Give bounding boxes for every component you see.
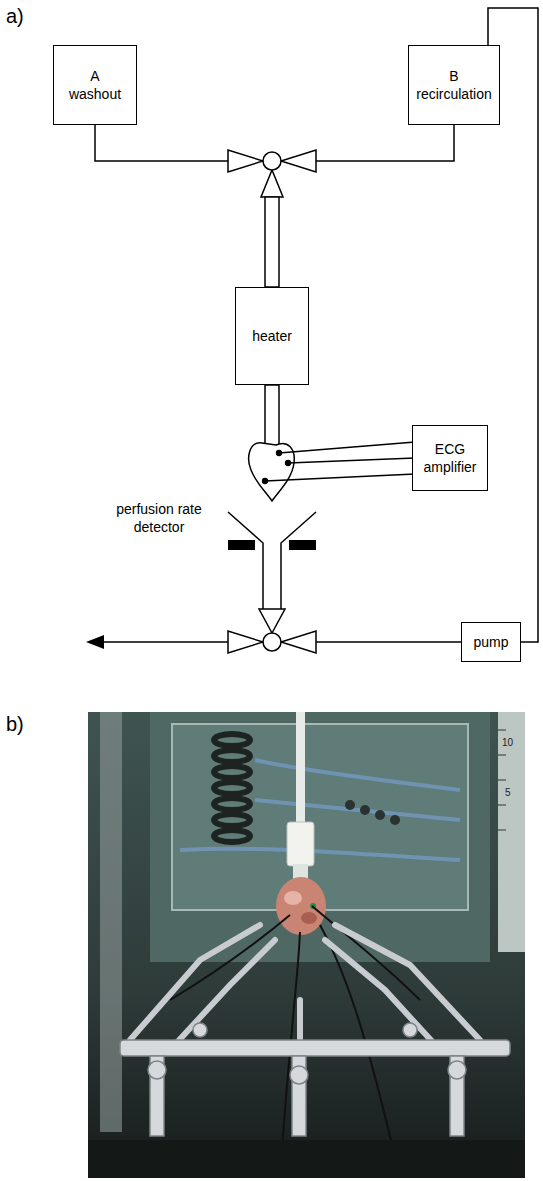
supply-line — [272, 125, 454, 287]
box-heading: B — [412, 67, 496, 85]
three-way-valve — [228, 150, 316, 197]
heart-symbol — [249, 443, 295, 501]
reservoir-box: Awashout — [53, 45, 137, 125]
panel-label: a) — [6, 4, 24, 29]
box-label: ECG amplifier — [416, 440, 484, 476]
reservoir-box: Brecirculation — [408, 45, 500, 125]
tube — [265, 385, 279, 447]
box-label: heater — [239, 327, 305, 345]
collection-funnel — [228, 512, 316, 609]
tube — [265, 197, 279, 287]
pump-box: pump — [461, 622, 521, 662]
three-way-valve — [100, 609, 463, 653]
scale-number: 5 — [505, 786, 511, 799]
heater-box: heater — [235, 287, 309, 385]
electrode-wires — [263, 442, 416, 484]
box-heading: A — [57, 67, 133, 85]
detector-label: perfusion rate detector — [100, 500, 218, 536]
supply-line — [95, 125, 272, 287]
box-label: recirculation — [412, 85, 496, 103]
box-label: pump — [465, 633, 517, 651]
detector-bar — [289, 540, 316, 550]
detector-bar — [228, 540, 255, 550]
box-label: washout — [57, 85, 133, 103]
amplifier-box: ECG amplifier — [412, 425, 488, 491]
scale-number: 10 — [502, 736, 513, 749]
outflow-arrowhead — [86, 635, 104, 649]
setup-photograph — [88, 712, 525, 1178]
return-line — [488, 8, 538, 642]
panel-label: b) — [6, 712, 24, 737]
